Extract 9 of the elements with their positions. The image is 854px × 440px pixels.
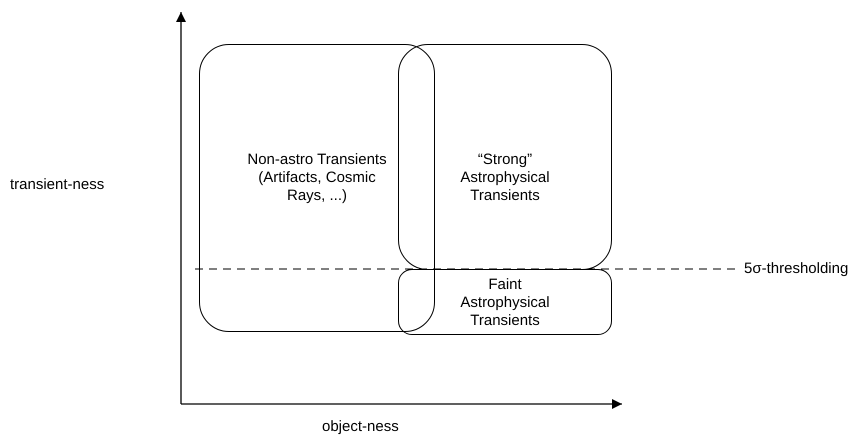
rounded-region	[398, 269, 612, 335]
rounded-region	[199, 44, 435, 332]
region-label: Faint Astrophysical Transients	[459, 276, 551, 330]
rounded-region	[398, 44, 612, 270]
axis-label: object-ness	[322, 418, 399, 435]
axis-label: transient-ness	[10, 176, 104, 193]
region-label: “Strong” Astrophysical Transients	[459, 151, 551, 205]
threshold-label: 5σ-thresholding	[744, 260, 848, 277]
region-label: Non-astro Transients (Artifacts, Cosmic Rays, ...)	[246, 151, 388, 205]
